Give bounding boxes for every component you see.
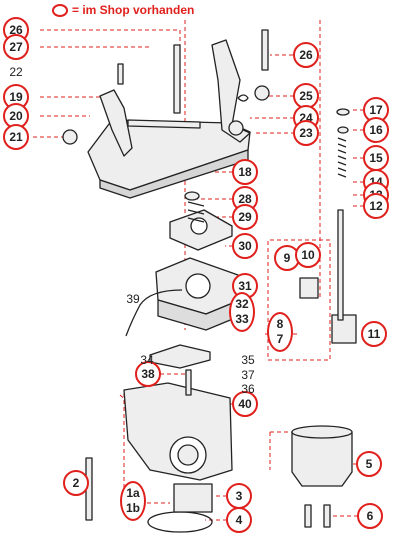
washer-16 xyxy=(337,126,349,134)
callout-28[interactable]: 28 xyxy=(232,186,258,212)
float-needle-block xyxy=(299,277,319,299)
screw-37 xyxy=(185,369,192,396)
callout-8-label: 8 xyxy=(276,317,284,331)
carb-intake-inner xyxy=(177,444,199,466)
callout-4[interactable]: 4 xyxy=(226,507,252,533)
screw-22 xyxy=(117,63,124,85)
float-bowl-gasket-4 xyxy=(147,511,213,533)
screw-26b xyxy=(261,29,269,71)
cup-3 xyxy=(173,483,213,513)
label-39: 39 xyxy=(126,292,140,306)
callout-3[interactable]: 3 xyxy=(226,483,252,509)
cable-39 xyxy=(125,289,183,337)
callout-10[interactable]: 10 xyxy=(295,242,321,268)
legend-circle-icon xyxy=(52,3,68,17)
callout-2[interactable]: 2 xyxy=(63,470,89,496)
callout-8-7[interactable]: 8 7 xyxy=(267,312,293,352)
label-37: 37 xyxy=(241,368,255,382)
callout-6[interactable]: 6 xyxy=(357,503,383,529)
callout-30[interactable]: 30 xyxy=(232,233,258,259)
callout-12[interactable]: 12 xyxy=(363,193,389,219)
callout-26-top-right[interactable]: 26 xyxy=(293,42,319,68)
label-22: 22 xyxy=(9,65,23,79)
callout-1a-1b[interactable]: 1a 1b xyxy=(120,481,146,521)
float-bowl-rim xyxy=(291,425,353,439)
callout-1a-label: 1a xyxy=(126,486,140,500)
callout-32-33[interactable]: 32 33 xyxy=(229,292,255,332)
label-36: 36 xyxy=(241,382,255,396)
label-35: 35 xyxy=(241,353,255,367)
callout-32-label: 32 xyxy=(235,297,249,311)
callout-11[interactable]: 11 xyxy=(361,321,387,347)
choke-lever xyxy=(99,89,133,157)
callout-23[interactable]: 23 xyxy=(293,120,319,146)
screw-26a xyxy=(173,44,181,114)
washer-25 xyxy=(254,85,270,101)
spring-15 xyxy=(337,137,347,178)
throttle-lever xyxy=(211,39,251,143)
screw-6b xyxy=(323,504,331,528)
callout-16[interactable]: 16 xyxy=(363,117,389,143)
callout-1b-label: 1b xyxy=(125,501,140,515)
callout-27[interactable]: 27 xyxy=(3,34,29,60)
washer-17 xyxy=(336,108,350,116)
screw-6a xyxy=(304,504,312,528)
callout-15[interactable]: 15 xyxy=(363,145,389,171)
callout-33-label: 33 xyxy=(235,312,249,326)
float-rod xyxy=(337,209,344,321)
spring-29 xyxy=(187,201,205,223)
callout-7-label: 7 xyxy=(276,332,284,346)
legend-text: = im Shop vorhanden xyxy=(72,3,195,17)
screw-2 xyxy=(85,457,93,521)
lever-hub xyxy=(228,120,244,136)
jet-holder-7 xyxy=(331,314,357,344)
flange-bore xyxy=(185,273,211,299)
spring-24 xyxy=(237,94,249,102)
legend: = im Shop vorhanden xyxy=(52,3,194,17)
callout-29[interactable]: 29 xyxy=(232,204,258,230)
callout-18[interactable]: 18 xyxy=(232,159,258,185)
seal-28 xyxy=(184,191,200,201)
callout-40[interactable]: 40 xyxy=(232,391,258,417)
callout-5[interactable]: 5 xyxy=(356,451,382,477)
throttle-shaft xyxy=(127,119,201,129)
label-34: 34 xyxy=(140,353,154,367)
callout-21[interactable]: 21 xyxy=(3,124,29,150)
float-bowl-5 xyxy=(291,431,353,487)
bracket-34 xyxy=(149,344,211,369)
spring-washer-21 xyxy=(62,129,78,145)
callout-38[interactable]: 38 xyxy=(135,361,161,387)
